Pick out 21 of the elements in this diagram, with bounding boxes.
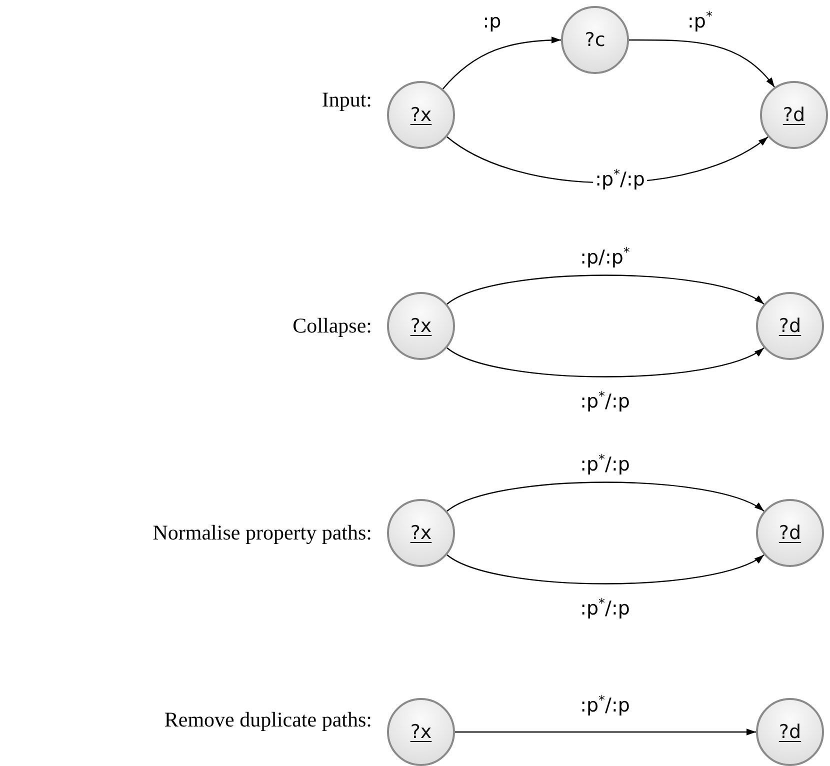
variable-label: ?d bbox=[778, 722, 802, 742]
arrow bbox=[446, 274, 764, 305]
step-label: Input: bbox=[322, 88, 372, 112]
arrow bbox=[442, 36, 562, 90]
variable-label: ?d bbox=[778, 524, 802, 542]
arrow bbox=[446, 554, 764, 584]
arrow bbox=[446, 482, 764, 512]
arrow bbox=[446, 347, 764, 378]
variable-label: ?d bbox=[782, 106, 806, 124]
step-label: Collapse: bbox=[292, 314, 372, 338]
arrow bbox=[455, 728, 756, 736]
variable-label: ?d bbox=[778, 316, 802, 336]
step-label: Remove duplicate paths: bbox=[164, 708, 372, 732]
step-label: Normalise property paths: bbox=[152, 520, 372, 546]
variable-label: ?x bbox=[410, 316, 432, 336]
variable-label: ?c bbox=[584, 30, 606, 50]
arrow bbox=[629, 39, 775, 88]
variable-label: ?x bbox=[410, 524, 432, 542]
variable-label: ?x bbox=[410, 106, 432, 124]
variable-label: ?x bbox=[410, 722, 432, 742]
edge-label: :p$^{*}$/:p bbox=[593, 170, 647, 190]
